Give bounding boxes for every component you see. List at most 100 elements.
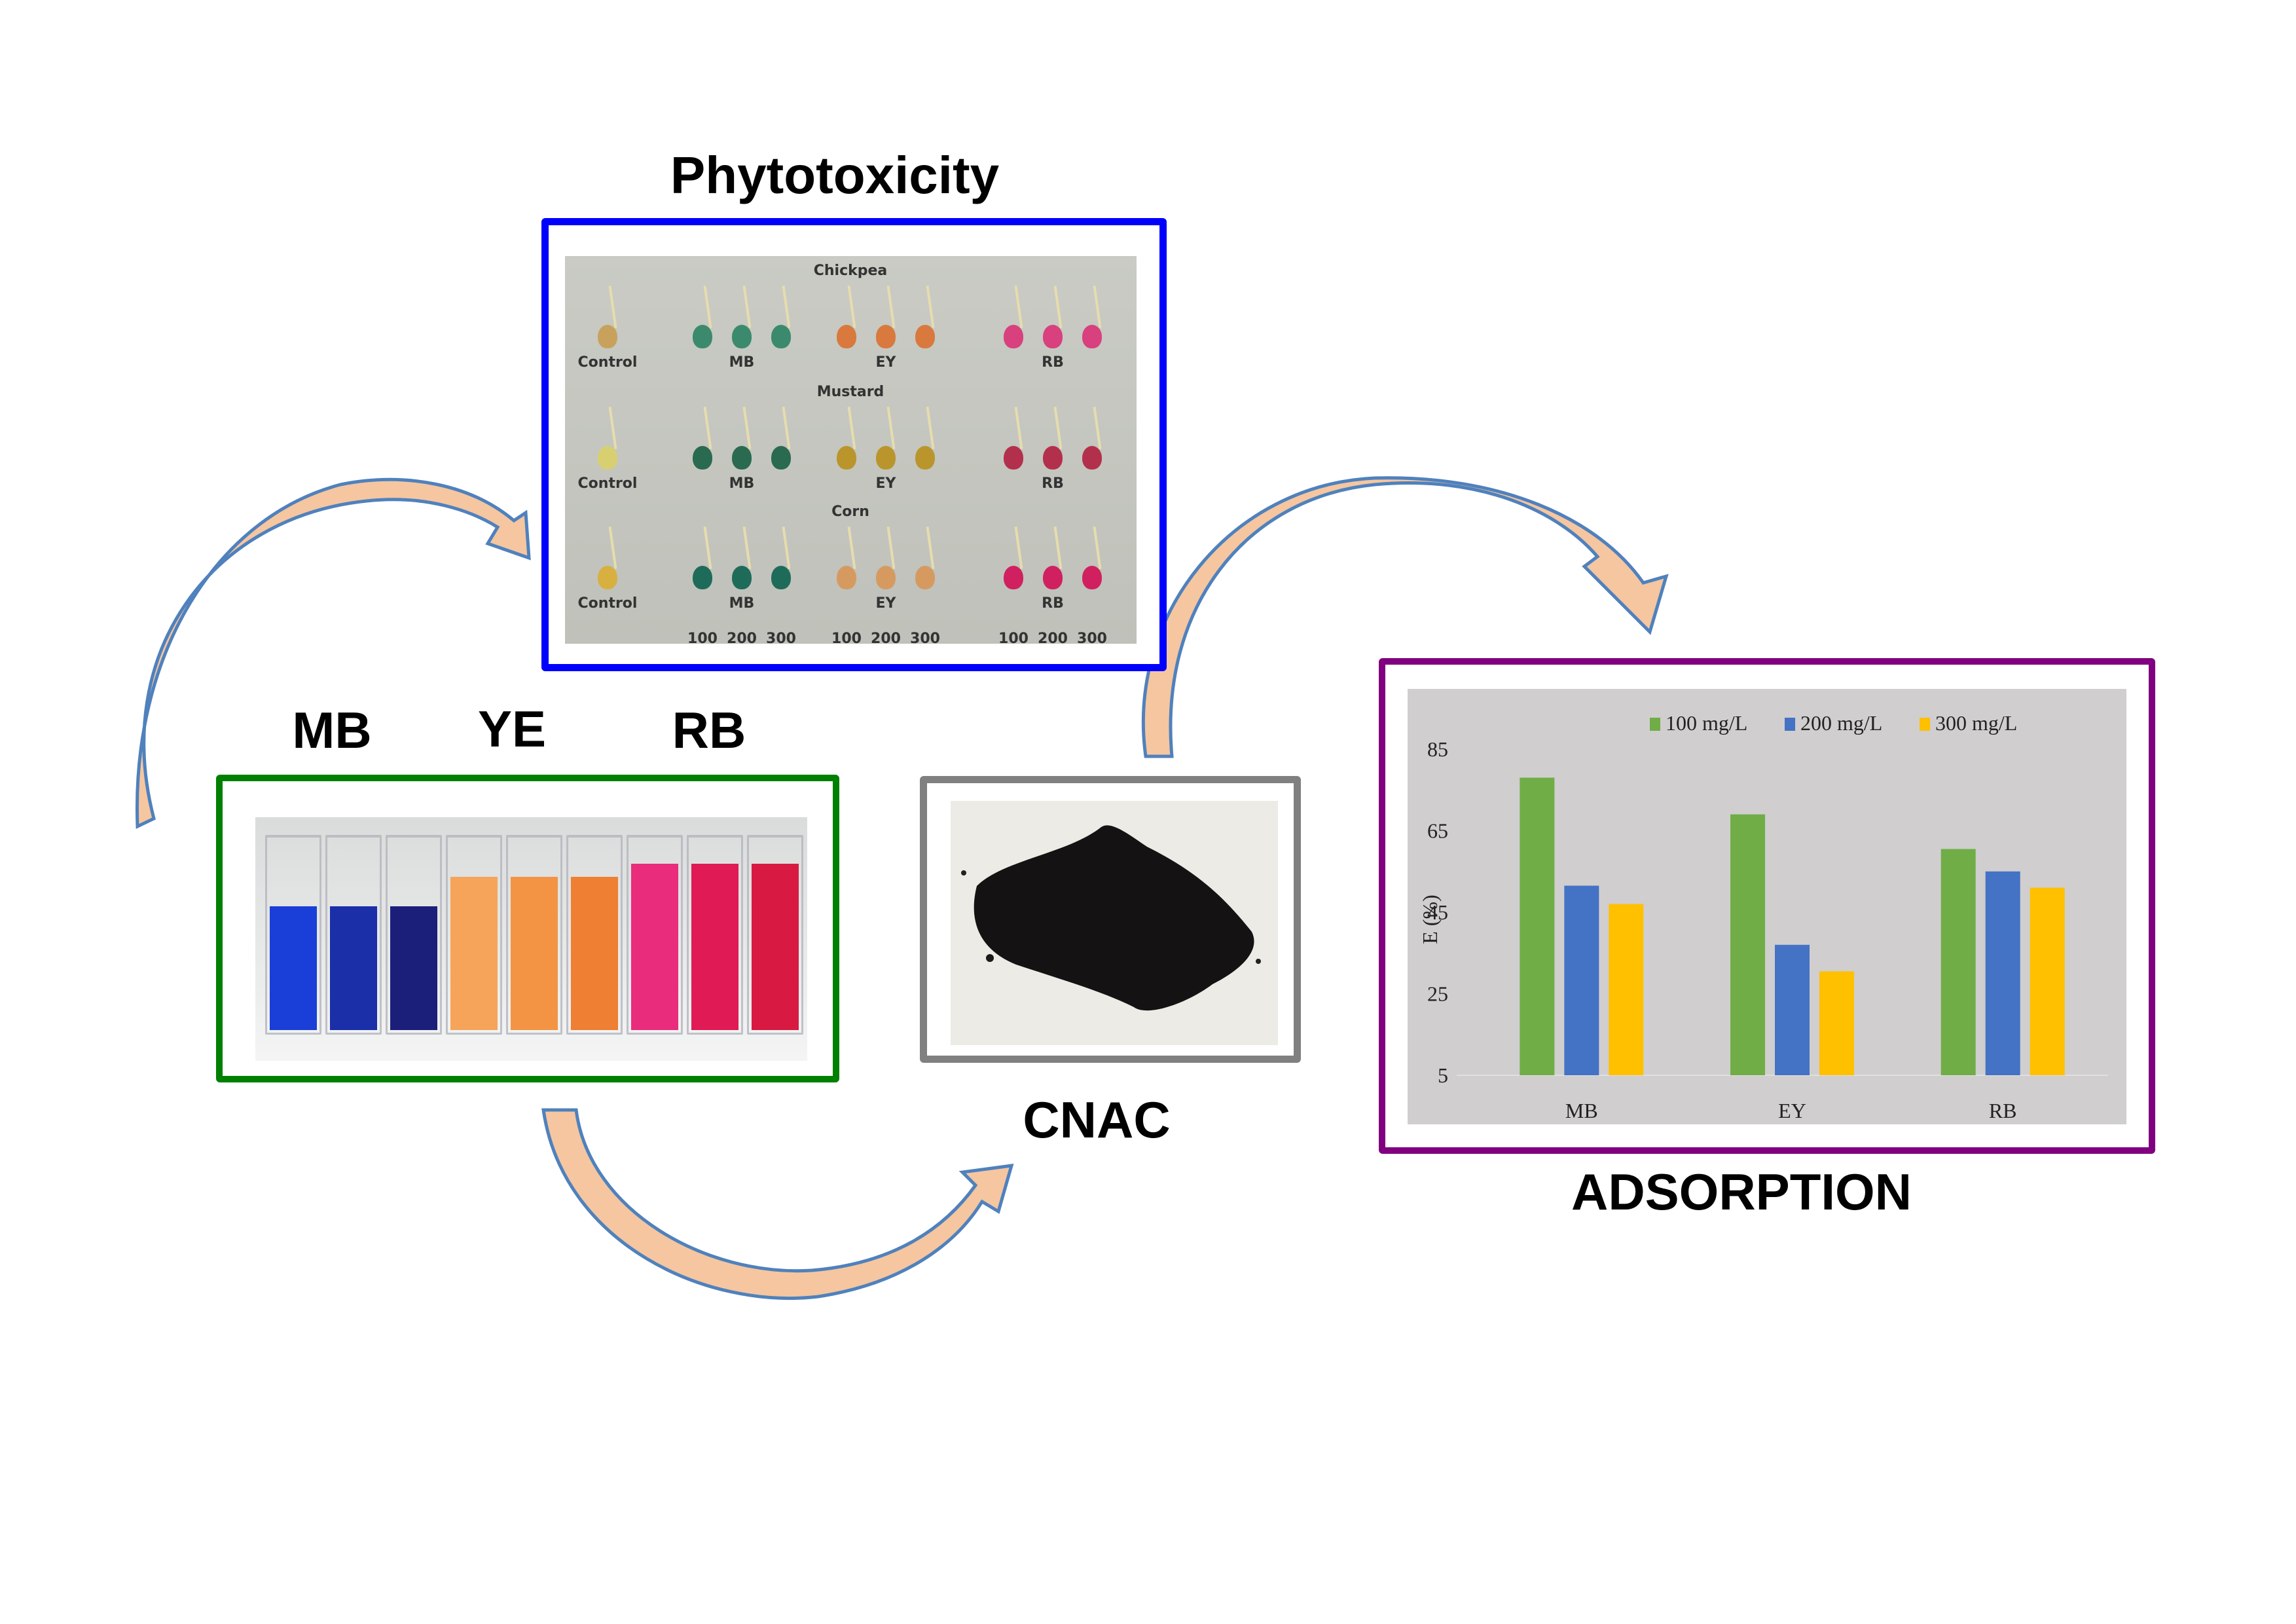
seedling-stem <box>1014 407 1023 449</box>
seedling-stem <box>782 407 791 449</box>
concentration-label: 100 <box>998 631 1029 644</box>
seedling-stem <box>1014 526 1023 569</box>
bar-rb-100 <box>1941 849 1976 1075</box>
x-tick-label: EY <box>1778 1099 1806 1122</box>
x-tick-label: MB <box>1565 1099 1598 1122</box>
legend-swatch <box>1920 718 1930 731</box>
crop-title: Corn <box>831 504 869 520</box>
legend-swatch <box>1650 718 1660 731</box>
y-tick-label: 5 <box>1438 1063 1448 1087</box>
dye-solution <box>691 864 738 1030</box>
seedling <box>598 325 617 348</box>
concentration-label: 300 <box>766 631 796 644</box>
seedling-stem <box>1093 526 1102 569</box>
crop-title: Mustard <box>816 384 884 400</box>
arrow-dyes-to-phytotoxicity <box>135 477 531 829</box>
concentration-label: 200 <box>727 631 757 644</box>
seedling-stem <box>847 526 856 569</box>
seedling <box>693 446 712 470</box>
cuvette-ye <box>446 835 502 1035</box>
seedling-stem <box>703 526 712 569</box>
treatment-label: RB <box>1042 354 1064 371</box>
legend-label: 100 mg/L <box>1666 711 1747 735</box>
seedling-stem <box>926 286 935 328</box>
seedling <box>771 446 791 470</box>
cuvette-rb <box>687 835 743 1035</box>
seedling <box>1004 566 1023 589</box>
dye-label-rb: RB <box>672 701 746 759</box>
concentration-label: 300 <box>910 631 940 644</box>
seedling-stem <box>742 526 752 569</box>
seedling-stem <box>703 286 712 328</box>
seedling <box>771 325 791 348</box>
treatment-label: EY <box>875 475 896 492</box>
phytotoxicity-title: Phytotoxicity <box>670 146 1000 204</box>
legend-label: 200 mg/L <box>1800 711 1882 735</box>
treatment-label: MB <box>729 595 755 612</box>
seedling <box>771 566 791 589</box>
adsorption-title: ADSORPTION <box>1571 1163 1912 1221</box>
cuvette-rb <box>747 835 803 1035</box>
seedling-stem <box>1014 286 1023 328</box>
treatment-label: EY <box>875 354 896 371</box>
cuvette-ye <box>566 835 623 1035</box>
seedling-stem <box>782 286 791 328</box>
dye-solution <box>390 906 437 1030</box>
seedling <box>876 325 896 348</box>
dye-solution <box>270 906 317 1030</box>
y-tick-label: 65 <box>1427 819 1448 843</box>
seedling-stem <box>742 407 752 449</box>
dye-solution <box>330 906 377 1030</box>
seedling-stem <box>1093 407 1102 449</box>
seedling <box>915 446 935 470</box>
seedling-stem <box>926 407 935 449</box>
seedling-stem <box>1093 286 1102 328</box>
seedling-stem <box>886 407 896 449</box>
cuvette-ye <box>506 835 562 1035</box>
cnac-frame <box>920 776 1301 1063</box>
x-tick-label: RB <box>1989 1099 2017 1122</box>
bar-mb-200 <box>1564 885 1599 1075</box>
seedling-stem <box>608 286 617 328</box>
bar-rb-200 <box>1985 871 2020 1075</box>
seedling <box>693 566 712 589</box>
bar-ey-300 <box>1819 971 1854 1075</box>
seedling <box>1004 325 1023 348</box>
treatment-label: MB <box>729 354 755 371</box>
bar-ey-200 <box>1775 944 1810 1075</box>
seedling-stem <box>886 526 896 569</box>
dye-solution <box>450 877 498 1030</box>
treatment-label: RB <box>1042 475 1064 492</box>
seedling <box>837 566 856 589</box>
seedling <box>1043 446 1063 470</box>
seedling <box>876 566 896 589</box>
seedling <box>1082 446 1102 470</box>
seedling-stem <box>782 526 791 569</box>
y-axis-label: E (%) <box>1418 895 1442 944</box>
seedling-stem <box>703 407 712 449</box>
dye-label-mb: MB <box>292 701 372 759</box>
concentration-label: 300 <box>1077 631 1107 644</box>
seedling-stem <box>847 286 856 328</box>
seedling <box>598 566 617 589</box>
powder-pile <box>961 825 1261 1011</box>
dye-solution <box>631 864 678 1030</box>
cnac-powder-photo <box>951 801 1278 1045</box>
seedling <box>732 446 752 470</box>
seedling-stem <box>1053 526 1063 569</box>
seedling <box>837 446 856 470</box>
concentration-label: 200 <box>1038 631 1068 644</box>
cuvette-mb <box>325 835 382 1035</box>
cuvette-mb <box>265 835 321 1035</box>
dye-label-ye: YE <box>477 700 547 758</box>
treatment-label: Control <box>577 354 638 371</box>
bar-mb-300 <box>1609 904 1644 1075</box>
dye-solution <box>571 877 618 1030</box>
treatment-label: EY <box>875 595 896 612</box>
treatment-label: Control <box>577 595 638 612</box>
cuvettes-photo <box>255 817 807 1061</box>
legend-label: 300 mg/L <box>1935 711 2017 735</box>
